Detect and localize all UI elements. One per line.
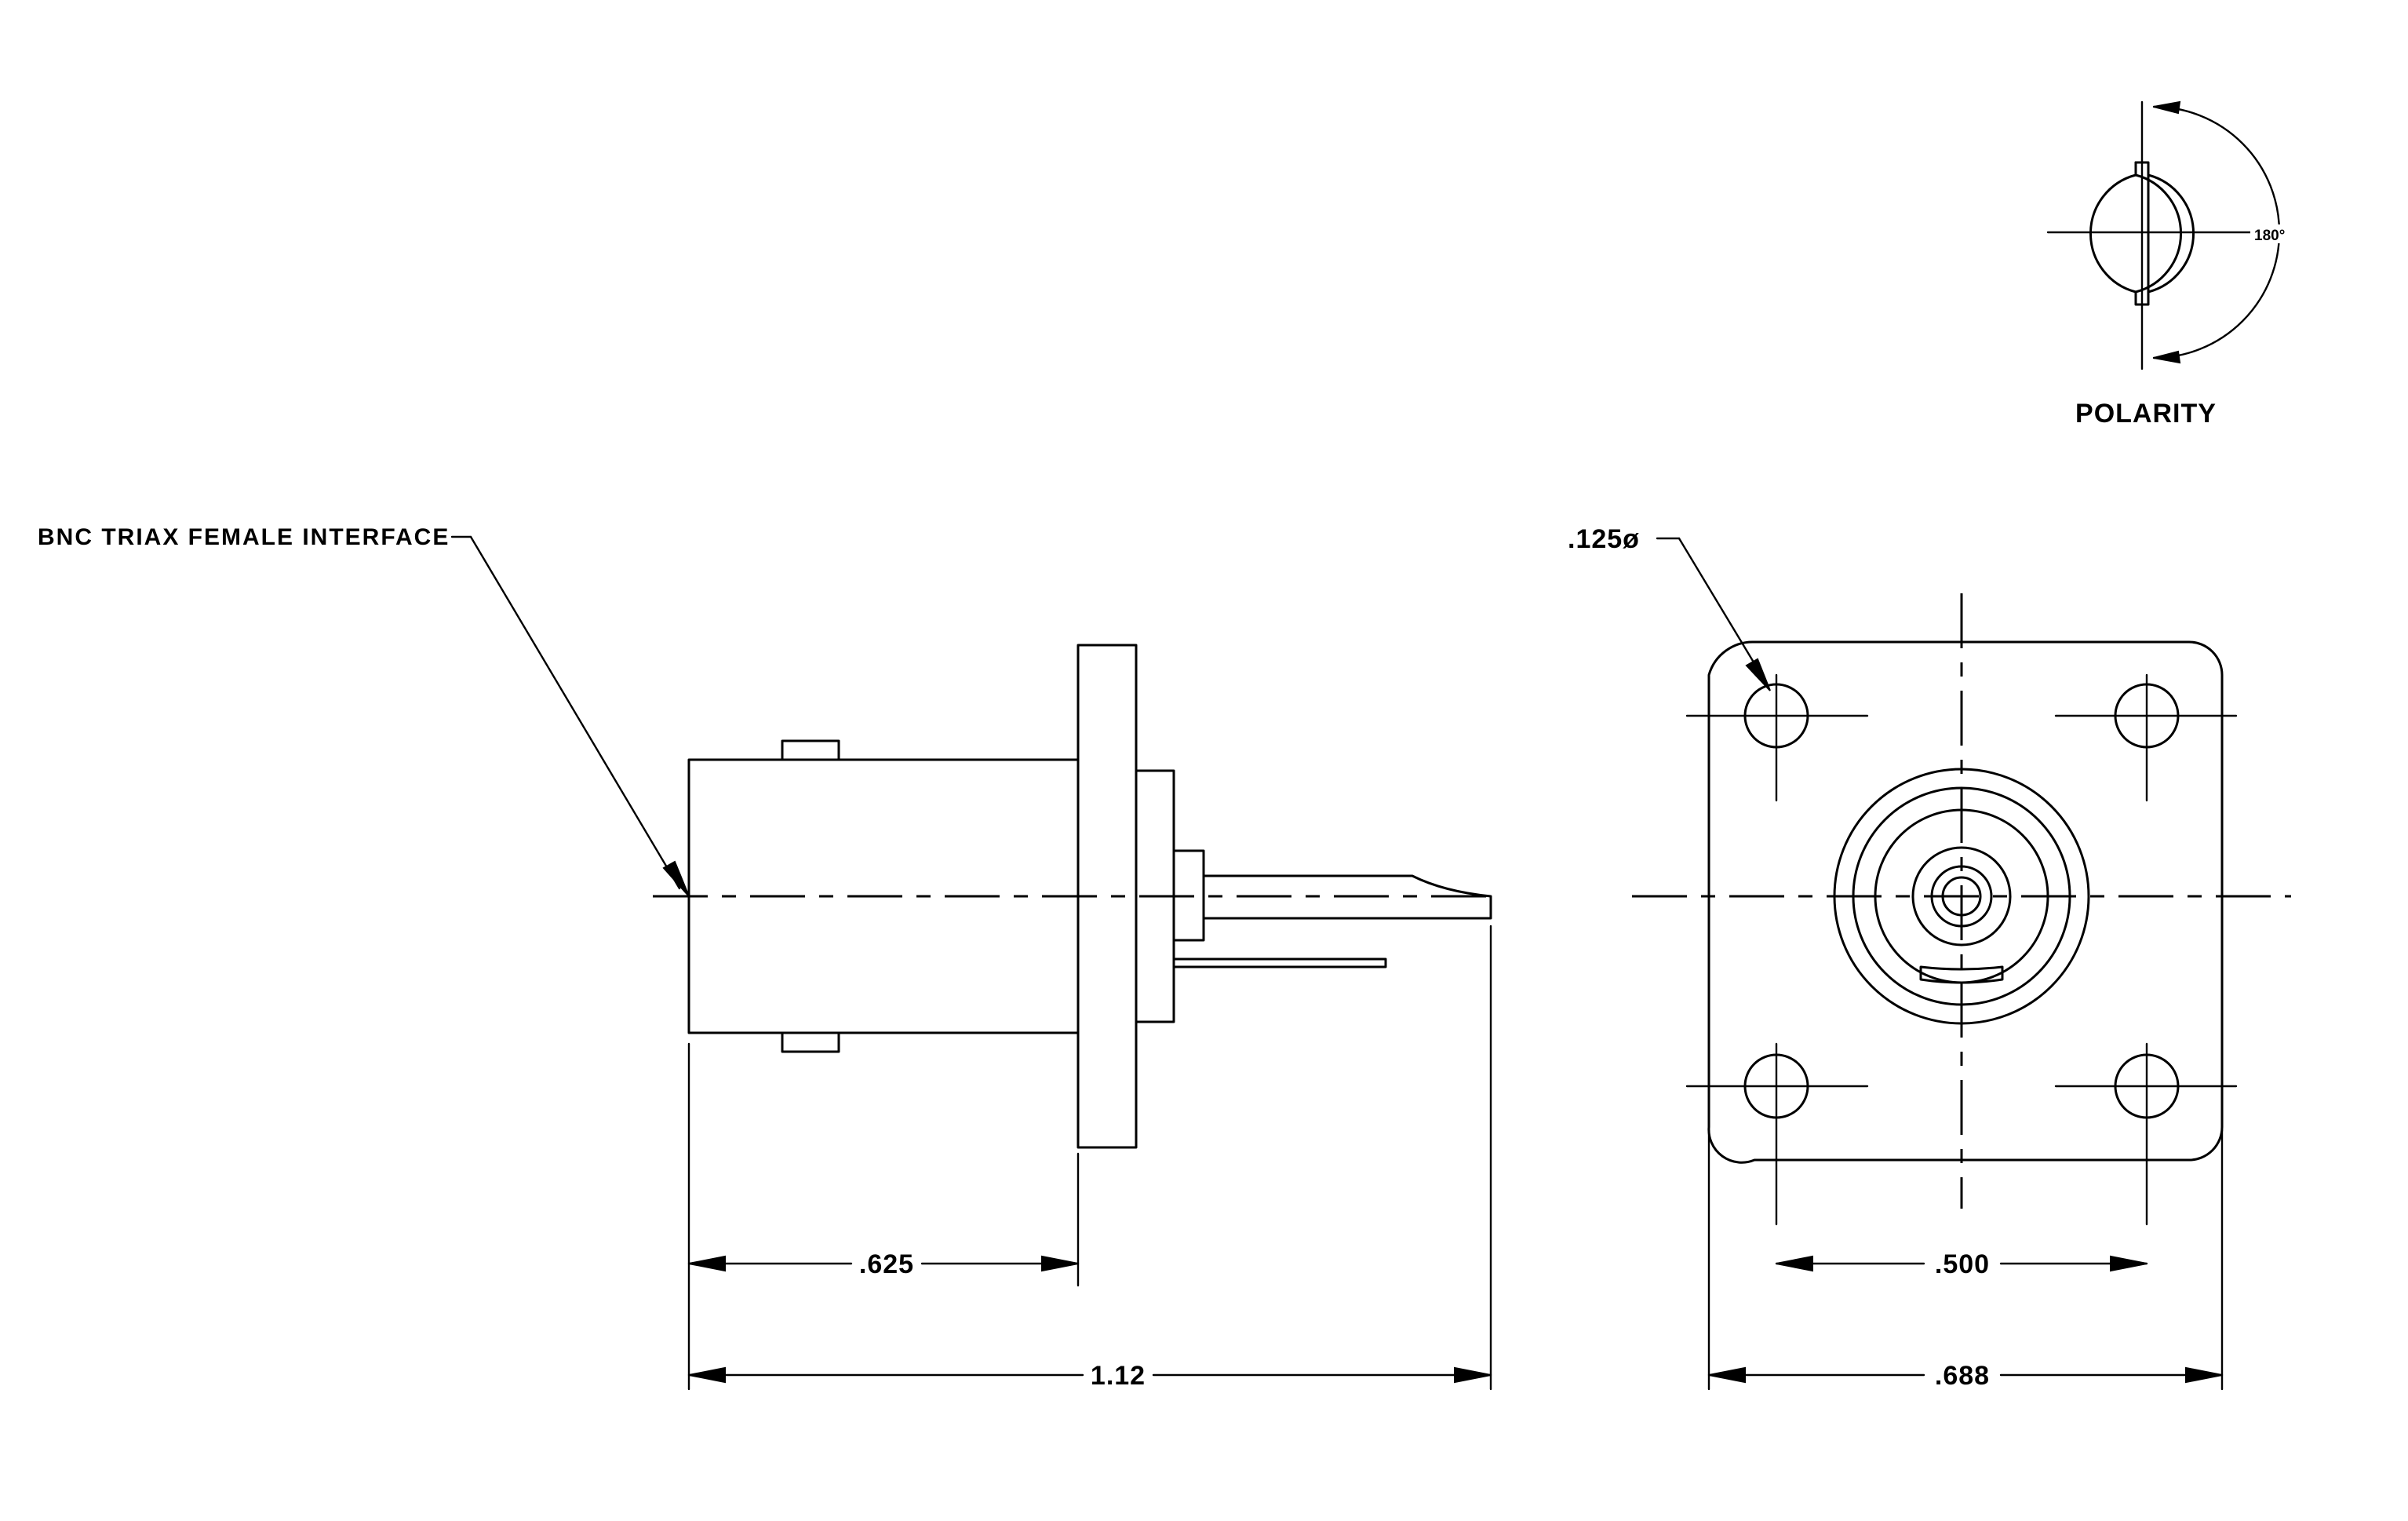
front-view <box>1632 593 2291 1226</box>
polarity-keyed-circle <box>2134 161 2183 306</box>
dim-overall-length: 1.12 <box>1091 1361 1146 1391</box>
ground-pin <box>1172 957 1387 968</box>
polarity-arrow-bottom <box>2153 350 2181 364</box>
square-flange-outline <box>1707 640 2224 1164</box>
interface-leader-line <box>469 535 681 890</box>
hole-leader-arrow <box>1745 658 1771 691</box>
polarity-view: 180° POLARITY <box>2046 100 2294 429</box>
bayonet-stud-bottom <box>781 1031 840 1053</box>
polarizing-key <box>1919 965 2004 984</box>
polarity-arrow-top <box>2153 100 2181 115</box>
dim-flange-width: .688 <box>1935 1361 1990 1391</box>
hole-callout-label: .125ø <box>1568 524 1640 554</box>
hole-leader-line <box>1678 537 1764 678</box>
interface-callout: BNC TRIAX FEMALE INTERFACE <box>38 524 690 897</box>
hole-callout: .125ø <box>1568 524 1771 691</box>
dim-hole-spacing: .500 <box>1935 1249 1990 1279</box>
front-dimensions: .500 .688 <box>1707 1129 2224 1391</box>
interface-callout-label: BNC TRIAX FEMALE INTERFACE <box>38 524 450 550</box>
solder-cup-contact <box>1202 874 1492 920</box>
side-view <box>653 644 1499 1149</box>
polarity-angle-label: 180° <box>2254 228 2285 244</box>
polarity-title: POLARITY <box>2075 399 2217 429</box>
hole-centerlines <box>1685 673 2238 1226</box>
bayonet-stud-top <box>781 739 840 761</box>
interface-leader-arrow <box>662 860 690 897</box>
dim-body-length: .625 <box>859 1249 914 1279</box>
side-dimensions: .625 1.12 <box>687 925 1492 1391</box>
intermediate-contact-ring <box>1911 846 2012 947</box>
